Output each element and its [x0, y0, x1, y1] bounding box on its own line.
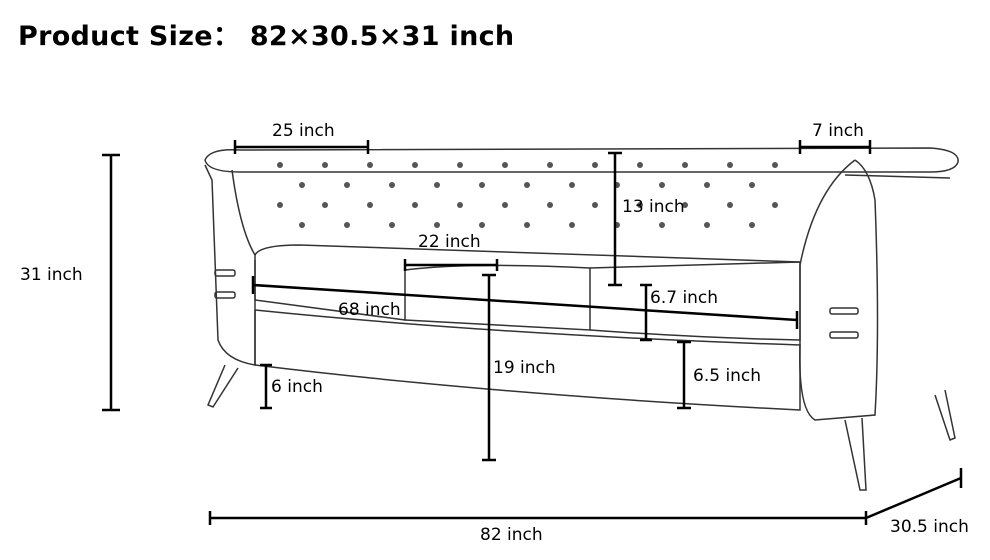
tuft-button [502, 162, 508, 168]
leg-height-label: 6 inch [271, 377, 323, 397]
tuft-button [502, 202, 508, 208]
base-height-label: 6.5 inch [693, 366, 762, 386]
tuft-button [592, 202, 598, 208]
tuft-button [412, 202, 418, 208]
tuft-button [727, 202, 733, 208]
tuft-button [299, 222, 305, 228]
tuft-button [637, 202, 643, 208]
tuft-button [322, 202, 328, 208]
tuft-button [367, 162, 373, 168]
dimension-lines [102, 140, 963, 525]
sofa-outline [204, 147, 959, 491]
tuft-button [749, 222, 755, 228]
product-size-title: Product Size： 82×30.5×31 inch [18, 21, 515, 52]
tuft-button [524, 182, 530, 188]
tuft-button [434, 182, 440, 188]
arm-width-top-label: 25 inch [272, 121, 335, 141]
tuft-button [479, 222, 485, 228]
total-height-label: 31 inch [20, 265, 83, 285]
tuft-button [277, 162, 283, 168]
tuft-button [322, 162, 328, 168]
tuft-button [277, 202, 283, 208]
tuft-button [727, 162, 733, 168]
tuft-button [772, 162, 778, 168]
tuft-button [457, 162, 463, 168]
arm-depth-label: 7 inch [812, 121, 864, 141]
tuft-button [389, 222, 395, 228]
back-height-label: 13 inch [622, 197, 685, 217]
tuft-button [682, 162, 688, 168]
tuft-button [704, 222, 710, 228]
tuft-button [457, 202, 463, 208]
tuft-button [367, 202, 373, 208]
tuft-button [344, 222, 350, 228]
tuft-button [547, 162, 553, 168]
total-depth-label: 30.5 inch [890, 517, 969, 537]
tuft-button [479, 182, 485, 188]
tuft-button [547, 202, 553, 208]
tuft-button [704, 182, 710, 188]
tuft-button [659, 222, 665, 228]
tuft-button [412, 162, 418, 168]
tuft-button [434, 222, 440, 228]
tuft-button [592, 162, 598, 168]
tuft-button [389, 182, 395, 188]
seat-cushion-width-label: 22 inch [418, 232, 481, 252]
tuft-button [772, 202, 778, 208]
tuft-button [659, 182, 665, 188]
tuft-button [569, 222, 575, 228]
tuft-button [749, 182, 755, 188]
tuft-button [682, 202, 688, 208]
tuft-button [637, 162, 643, 168]
tuft-button [299, 182, 305, 188]
tuft-button [569, 182, 575, 188]
seat-height-label: 19 inch [493, 358, 556, 378]
cushion-thickness-label: 6.7 inch [650, 288, 719, 308]
total-width-label: 82 inch [480, 525, 543, 545]
seat-width-label: 68 inch [338, 300, 401, 320]
tuft-button [524, 222, 530, 228]
tuft-button [344, 182, 350, 188]
tufting-buttons [277, 162, 778, 228]
